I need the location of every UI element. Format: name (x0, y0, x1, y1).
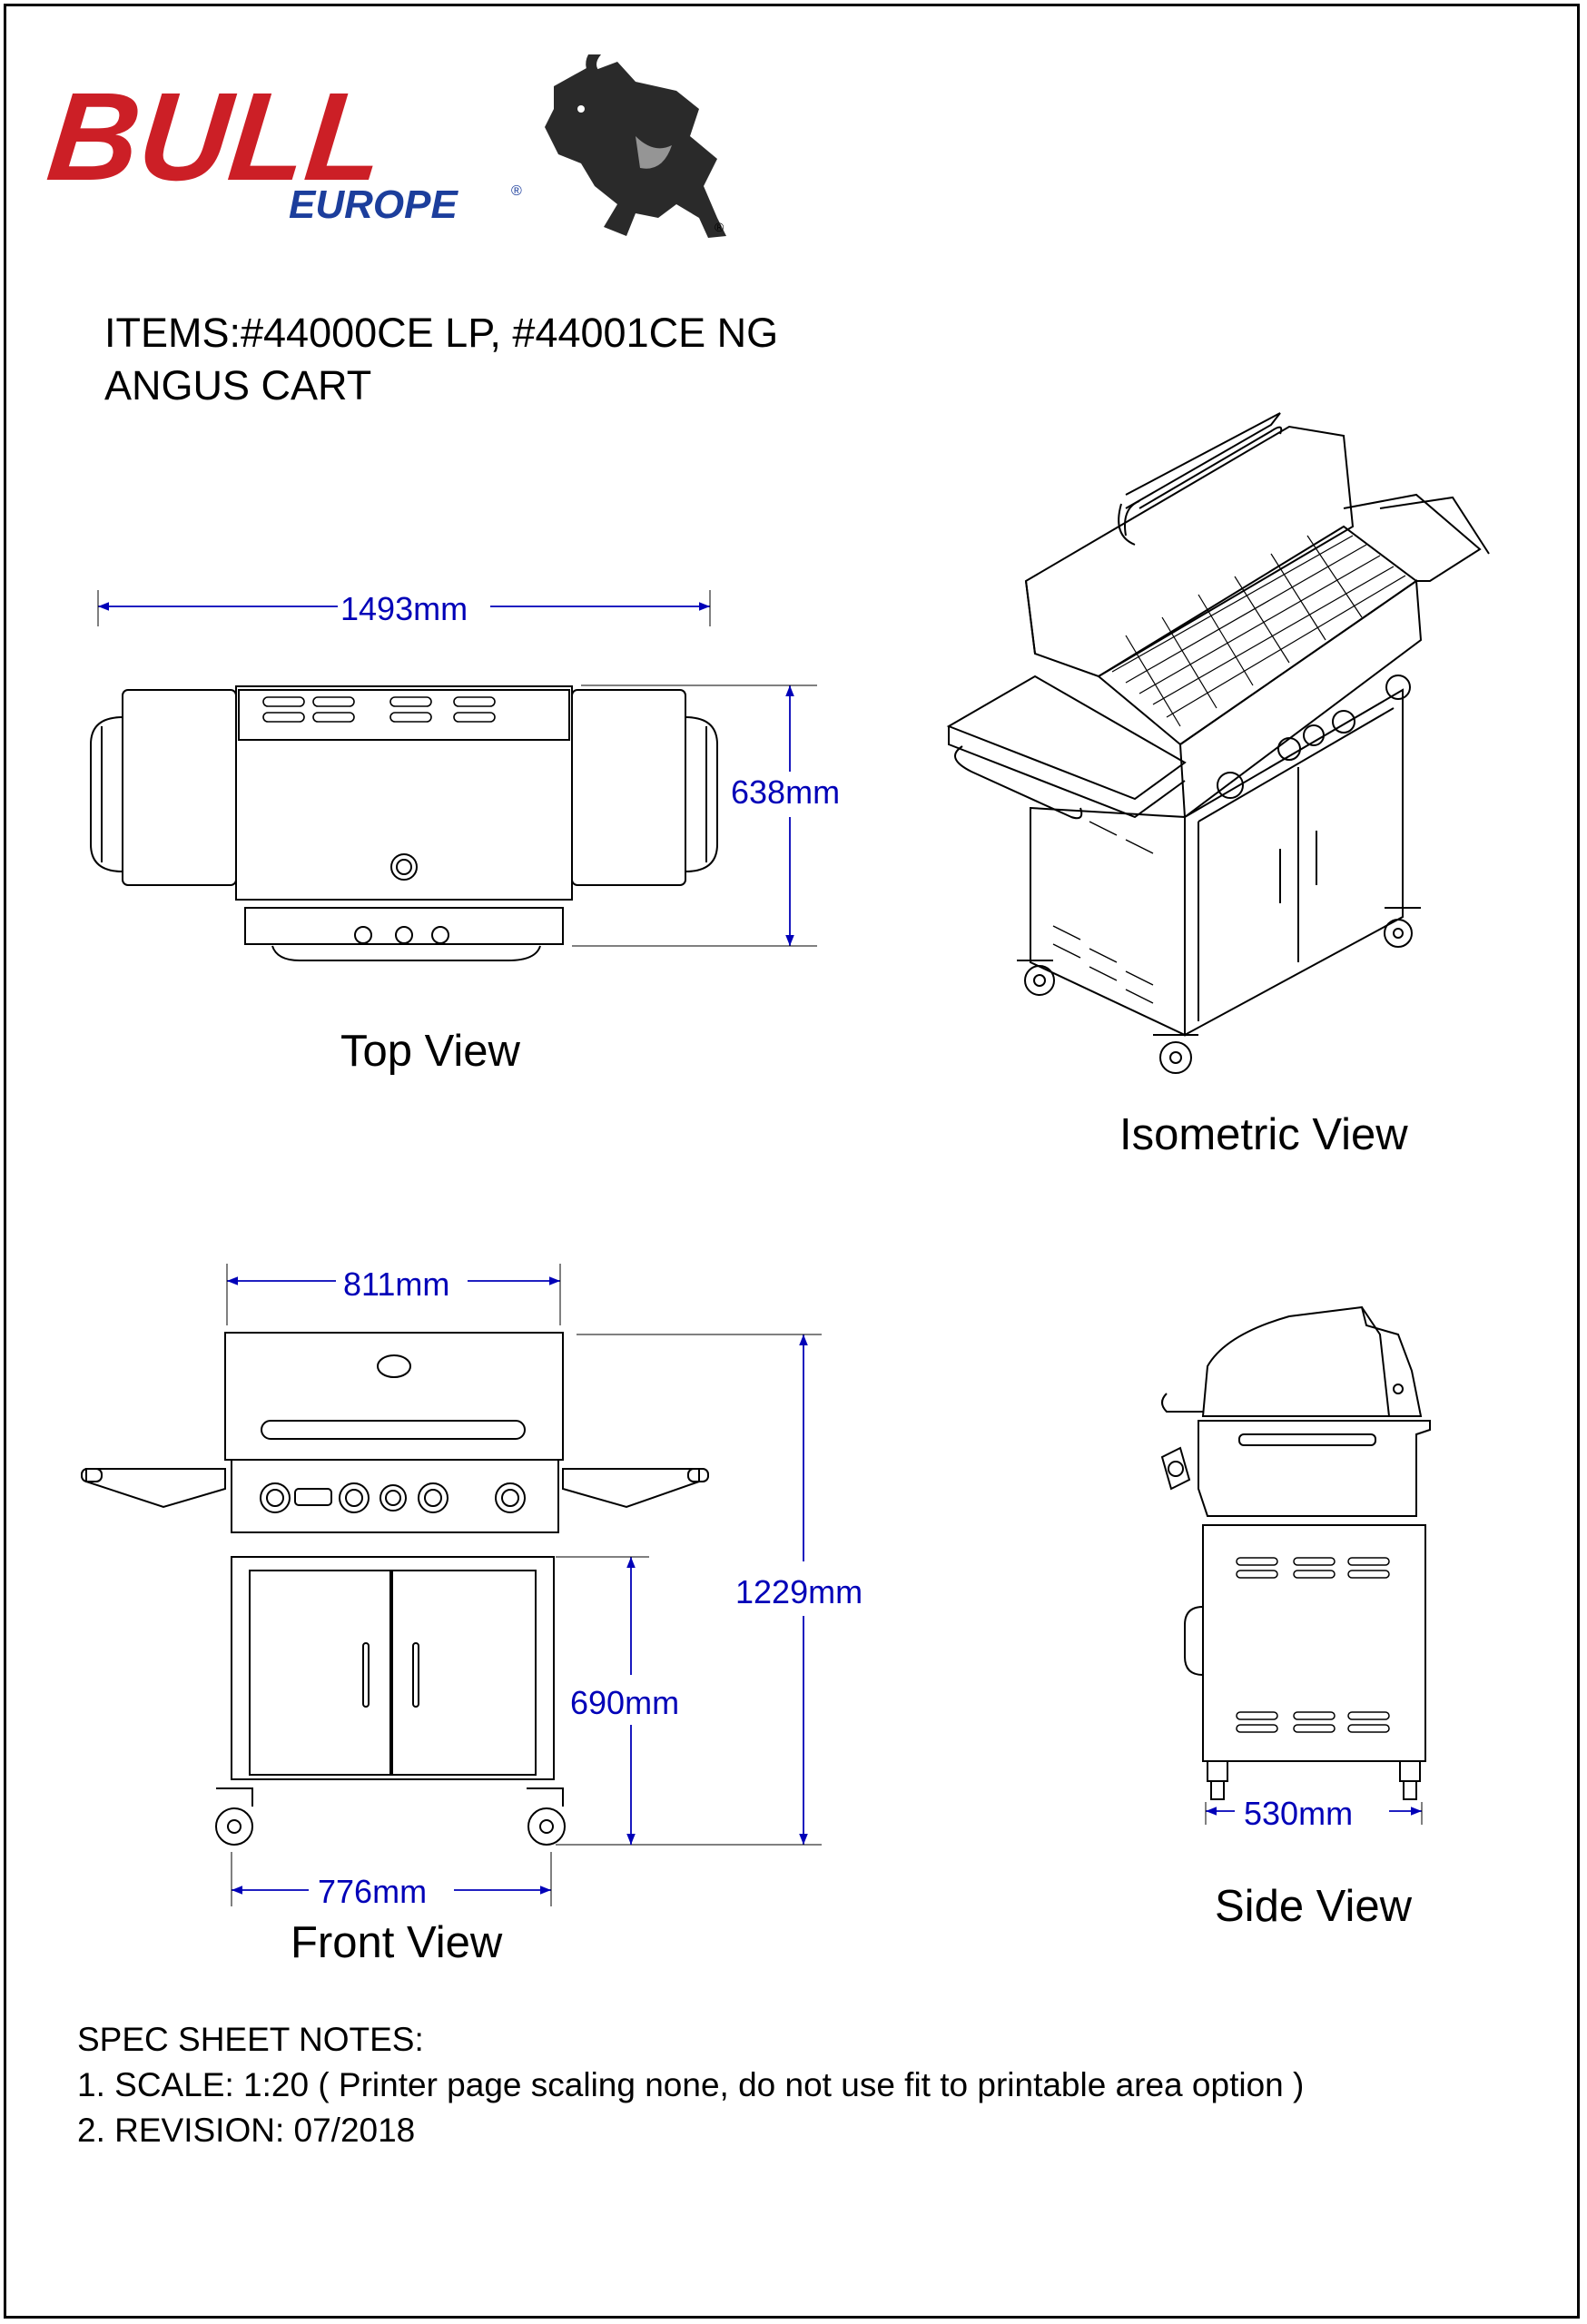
notes-scale: 1. SCALE: 1:20 ( Printer page scaling no… (77, 2066, 1305, 2103)
bull-emblem-icon (545, 54, 726, 238)
front-cart-width-dimension: 776mm (318, 1873, 427, 1911)
front-view-dimensions (226, 1264, 822, 1906)
top-view-caption: Top View (340, 1027, 520, 1076)
emblem-registered-mark: ® (715, 220, 724, 234)
dimension-value: 638 (731, 773, 786, 811)
dimension-unit: mm (395, 1265, 450, 1303)
dimension-value: 811 (343, 1265, 396, 1303)
product-header: ITEMS:#44000CE LP, #44001CE NG ANGUS CAR… (104, 307, 778, 412)
isometric-view-drawing (946, 412, 1490, 1074)
front-view-drawing (81, 1332, 709, 1846)
dimension-value: 530 (1244, 1795, 1299, 1832)
dimension-unit: mm (808, 1573, 863, 1610)
side-view-drawing (1160, 1305, 1431, 1800)
dimension-unit: mm (413, 590, 468, 627)
front-view-caption: Front View (291, 1918, 503, 1967)
logo-bull-text: BULL (42, 67, 390, 207)
top-width-dimension: 1493mm (340, 590, 468, 628)
dimension-value: 690 (570, 1684, 626, 1721)
dimension-value: 1493 (340, 590, 414, 627)
side-view-caption: Side View (1215, 1882, 1413, 1931)
logo-europe-text: EUROPE (289, 182, 458, 227)
front-cart-height-dimension: 690mm (570, 1684, 679, 1722)
product-name: ANGUS CART (104, 362, 372, 409)
logo-wordmark: BULL EUROPE ® (42, 67, 522, 227)
dimension-value: 776 (318, 1873, 373, 1910)
front-height-dimension: 1229mm (735, 1573, 862, 1611)
side-depth-dimension: 530mm (1244, 1795, 1353, 1833)
top-view-drawing (90, 685, 718, 961)
dimension-value: 1229 (735, 1573, 809, 1610)
notes-revision: 2. REVISION: 07/2018 (77, 2112, 416, 2149)
items-line: ITEMS:#44000CE LP, #44001CE NG (104, 310, 779, 356)
isometric-view-caption: Isometric View (1119, 1110, 1408, 1159)
top-depth-dimension: 638mm (731, 773, 840, 812)
page-border (4, 4, 1580, 2319)
dimension-unit: mm (372, 1873, 428, 1910)
notes-title: SPEC SHEET NOTES: (77, 2021, 424, 2058)
dimension-unit: mm (785, 773, 841, 811)
top-view-dimensions (97, 590, 817, 947)
dimension-unit: mm (1298, 1795, 1354, 1832)
side-view-dimensions (1205, 1802, 1423, 1825)
logo-registered-mark: ® (511, 183, 522, 199)
front-width-dimension: 811mm (343, 1265, 449, 1304)
spec-sheet-notes: SPEC SHEET NOTES: 1. SCALE: 1:20 ( Print… (77, 2017, 1304, 2153)
dimension-unit: mm (625, 1684, 680, 1721)
